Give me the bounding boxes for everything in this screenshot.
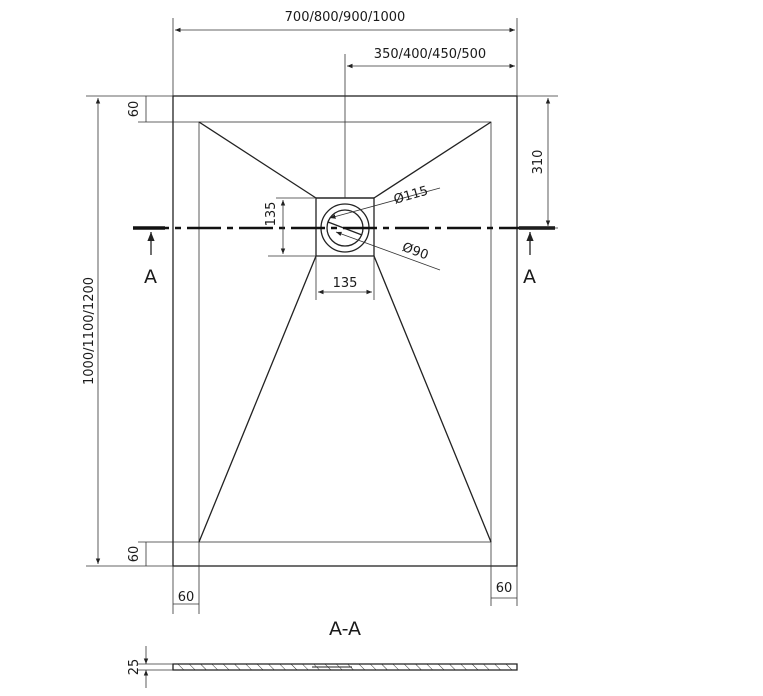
section-marker-right: A [523, 266, 536, 288]
rim-top-label: 60 [127, 101, 142, 118]
dim-rim-right [490, 542, 518, 606]
dim-drain-offset [517, 95, 558, 229]
dim-rim-top [138, 96, 199, 123]
length-options-label: 1000/1100/1200 [82, 277, 97, 385]
slope-lines [198, 121, 492, 543]
rim-right-label: 60 [496, 581, 513, 596]
rim-bottom-label: 60 [127, 546, 142, 563]
dim-half-width [344, 54, 515, 198]
dim-length [86, 95, 173, 567]
drain-height-label: 135 [264, 202, 279, 227]
dim-drain-width [315, 256, 375, 300]
section-marker-left: A [144, 266, 157, 288]
diameter-leaders [329, 187, 441, 271]
dim-rim-left [172, 542, 200, 614]
drain-width-label: 135 [333, 276, 358, 291]
section-line [133, 226, 555, 255]
rim-left-label: 60 [178, 590, 195, 605]
drain-offset-label: 310 [531, 150, 546, 175]
inner-diameter-label: Ø90 [400, 240, 430, 263]
section-profile [138, 646, 518, 688]
width-options-label: 700/800/900/1000 [285, 10, 406, 25]
half-width-options-label: 350/400/450/500 [374, 47, 486, 62]
thickness-label: 25 [127, 659, 142, 676]
outer-diameter-label: Ø115 [392, 184, 430, 208]
dim-rim-bottom [138, 541, 199, 566]
dim-drain-height [268, 197, 316, 257]
section-title: A-A [329, 618, 361, 640]
dim-width [172, 18, 518, 96]
